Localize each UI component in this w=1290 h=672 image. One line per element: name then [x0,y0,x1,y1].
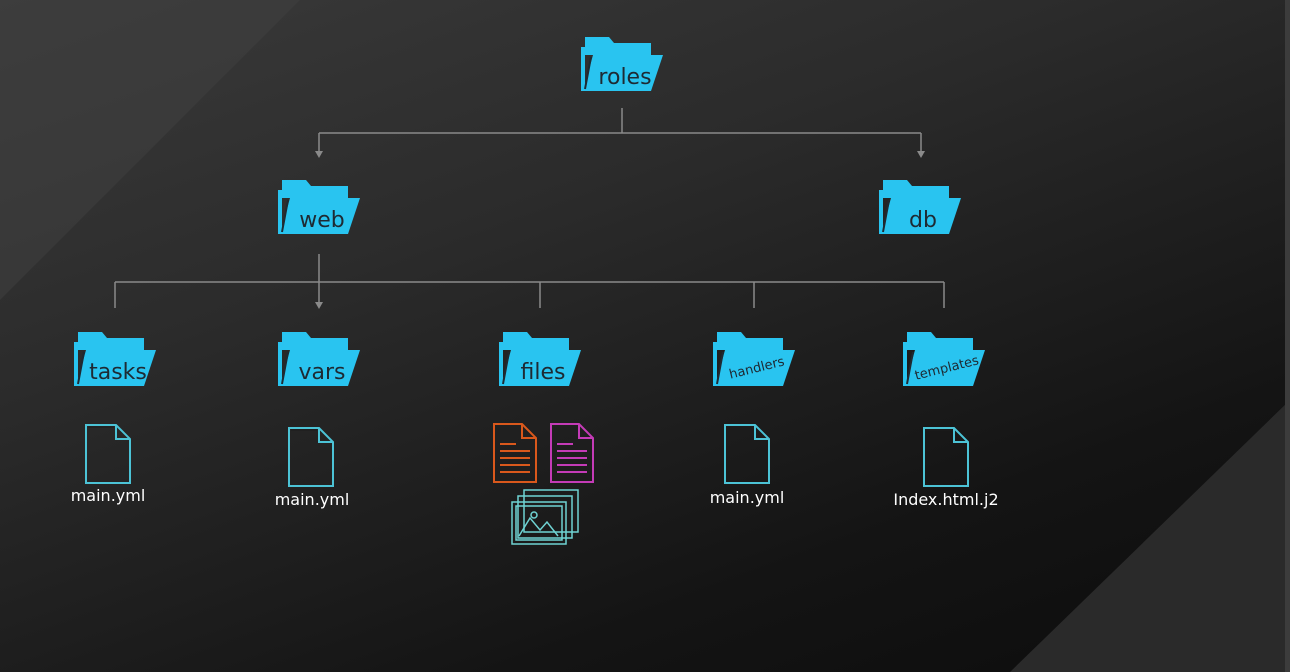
folder-templates[interactable]: templates [903,328,985,388]
folder-roles[interactable]: roles [581,33,663,93]
folder-label: files [520,360,566,385]
folder-files[interactable]: files [499,328,581,388]
folder-label: db [909,208,937,233]
file-name[interactable]: main.yml [274,490,350,509]
file-name[interactable]: main.yml [70,486,146,505]
file-icon[interactable] [723,423,771,485]
folder-vars[interactable]: vars [278,328,360,388]
folder-label: roles [598,65,652,90]
file-icon[interactable] [84,423,132,485]
folder-handlers[interactable]: handlers [713,328,795,388]
file-name[interactable]: main.yml [709,488,785,507]
folder-label: tasks [89,360,147,385]
folder-tasks[interactable]: tasks [74,328,156,388]
folder-web[interactable]: web [278,176,360,236]
image-stack-icon[interactable] [510,488,580,546]
file-icon[interactable] [287,426,335,488]
text-file-icon[interactable] [492,422,538,484]
folder-label: web [299,208,345,233]
folder-db[interactable]: db [879,176,961,236]
file-icon[interactable] [922,426,970,488]
text-file-icon[interactable] [549,422,595,484]
file-name[interactable]: Index.html.j2 [893,490,999,509]
folder-label: vars [298,360,346,385]
